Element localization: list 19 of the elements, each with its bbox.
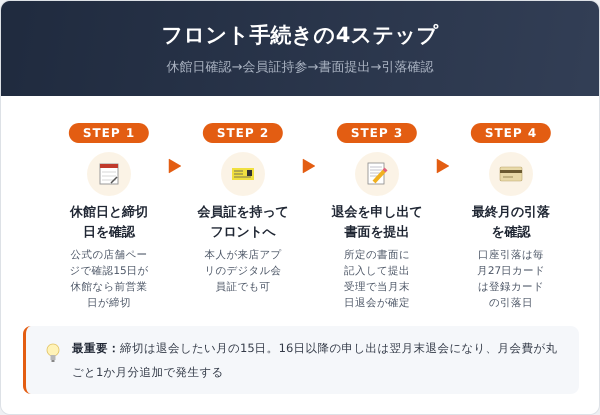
step-badge: STEP 3 <box>336 123 418 143</box>
step-description: 所定の書面に記入して提出受理で当月末日退会が確定 <box>343 248 411 311</box>
note-text: 最重要：締切は退会したい月の15日。16日以降の申し出は翌月末退会になり、月会費が丸ごと1か月分追加で発生する <box>72 340 558 381</box>
title: フロント手続きの4ステップ <box>160 22 440 49</box>
step-heading: 退会を申し出て書面を提出 <box>330 204 424 242</box>
step-description: 公式の店舗ページで確認15日が休館なら前営業日が締切 <box>68 248 150 311</box>
subtitle: 休館日確認→会員証持参→書面提出→引落確認 <box>166 59 434 76</box>
step-description: 口座引落は毎月27日カードは登録カードの引落日 <box>476 248 546 311</box>
arrow <box>168 158 182 174</box>
step-description: 本人が来店アプリのデジタル会員証でも可 <box>204 248 282 295</box>
note-panel <box>23 326 579 394</box>
step-badge: STEP 1 <box>68 123 150 143</box>
arrow <box>436 158 450 174</box>
step-heading: 会員証を持ってフロントへ <box>196 204 290 242</box>
step-heading: 最終月の引落を確認 <box>471 204 551 242</box>
step-badge: STEP 2 <box>202 123 284 143</box>
step-heading: 休館日と締切日を確認 <box>69 204 149 242</box>
arrow <box>302 158 316 174</box>
step-badge: STEP 4 <box>470 123 552 143</box>
